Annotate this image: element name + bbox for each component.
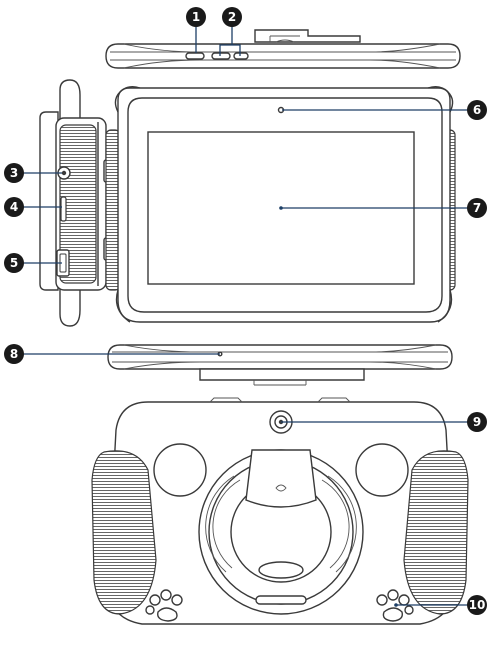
- callout-10: 10: [467, 595, 487, 615]
- callout-3-label: 3: [10, 166, 18, 180]
- callout-10-label: 10: [469, 598, 486, 612]
- callout-2-label: 2: [228, 10, 236, 24]
- paw-print-right: [376, 589, 414, 622]
- callout-3: 3: [4, 163, 24, 183]
- paw-print-left: [145, 589, 183, 622]
- callout-5: 5: [4, 253, 24, 273]
- callout-5-label: 5: [10, 256, 18, 270]
- callout-8: 8: [4, 344, 24, 364]
- back-view: [91, 397, 469, 625]
- callout-8-label: 8: [10, 347, 18, 361]
- callout-1: 1: [186, 7, 206, 27]
- callout-4-label: 4: [10, 200, 18, 214]
- side-view: [39, 79, 111, 327]
- front-view: [105, 85, 456, 323]
- callout-9: 9: [467, 412, 487, 432]
- top-view: [105, 29, 461, 69]
- callout-6: 6: [467, 100, 487, 120]
- callout-6-label: 6: [473, 103, 481, 117]
- callout-9-label: 9: [473, 415, 481, 429]
- callout-7: 7: [467, 198, 487, 218]
- bottom-view: [107, 344, 453, 386]
- callout-7-label: 7: [473, 201, 481, 215]
- callout-1-label: 1: [192, 10, 200, 24]
- callout-2: 2: [222, 7, 242, 27]
- callout-4: 4: [4, 197, 24, 217]
